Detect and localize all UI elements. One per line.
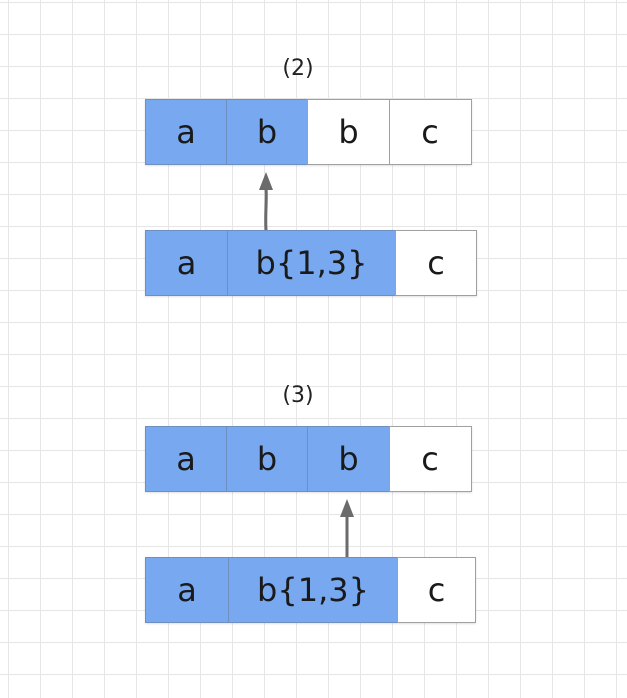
diagram-3-pattern-row: a b{1,3} c [145, 557, 476, 623]
string-cell-a: a [145, 99, 227, 165]
cell-text: b{1,3} [255, 244, 368, 282]
cell-text: b [338, 440, 359, 478]
diagram-3-string-row: a b b c [145, 426, 472, 492]
diagram-2-string-row: a b b c [145, 99, 472, 165]
diagram-3-match-arrow [340, 499, 354, 559]
pattern-cell-c: c [395, 230, 477, 296]
cell-text: a [176, 440, 196, 478]
cell-text: a [177, 571, 197, 609]
string-cell-a: a [145, 426, 227, 492]
cell-text: b [338, 113, 359, 151]
string-cell-b1: b [225, 99, 309, 165]
pattern-cell-a: a [145, 557, 229, 623]
string-cell-b2: b [307, 426, 390, 492]
cell-text: b [256, 440, 278, 478]
string-cell-c: c [388, 426, 472, 492]
diagram-2-pattern-row: a b{1,3} c [145, 230, 477, 296]
diagram-2-label: (2) [282, 56, 314, 81]
string-cell-b1: b [225, 426, 309, 492]
cell-text: c [421, 113, 439, 151]
diagram-2-match-arrow [259, 172, 273, 232]
diagram-3-label: (3) [282, 383, 314, 408]
cell-text: a [176, 113, 196, 151]
pattern-cell-b-quantifier: b{1,3} [226, 230, 397, 296]
cell-text: c [427, 244, 445, 282]
pattern-cell-c: c [397, 557, 476, 623]
string-cell-b2: b [307, 99, 390, 165]
cell-text: b [256, 113, 278, 151]
cell-text: c [427, 571, 446, 609]
pattern-cell-a: a [145, 230, 228, 296]
cell-text: c [421, 440, 439, 478]
pattern-cell-b-quantifier: b{1,3} [227, 557, 399, 623]
cell-text: a [176, 244, 197, 282]
cell-text: b{1,3} [257, 571, 369, 609]
string-cell-c: c [388, 99, 472, 165]
